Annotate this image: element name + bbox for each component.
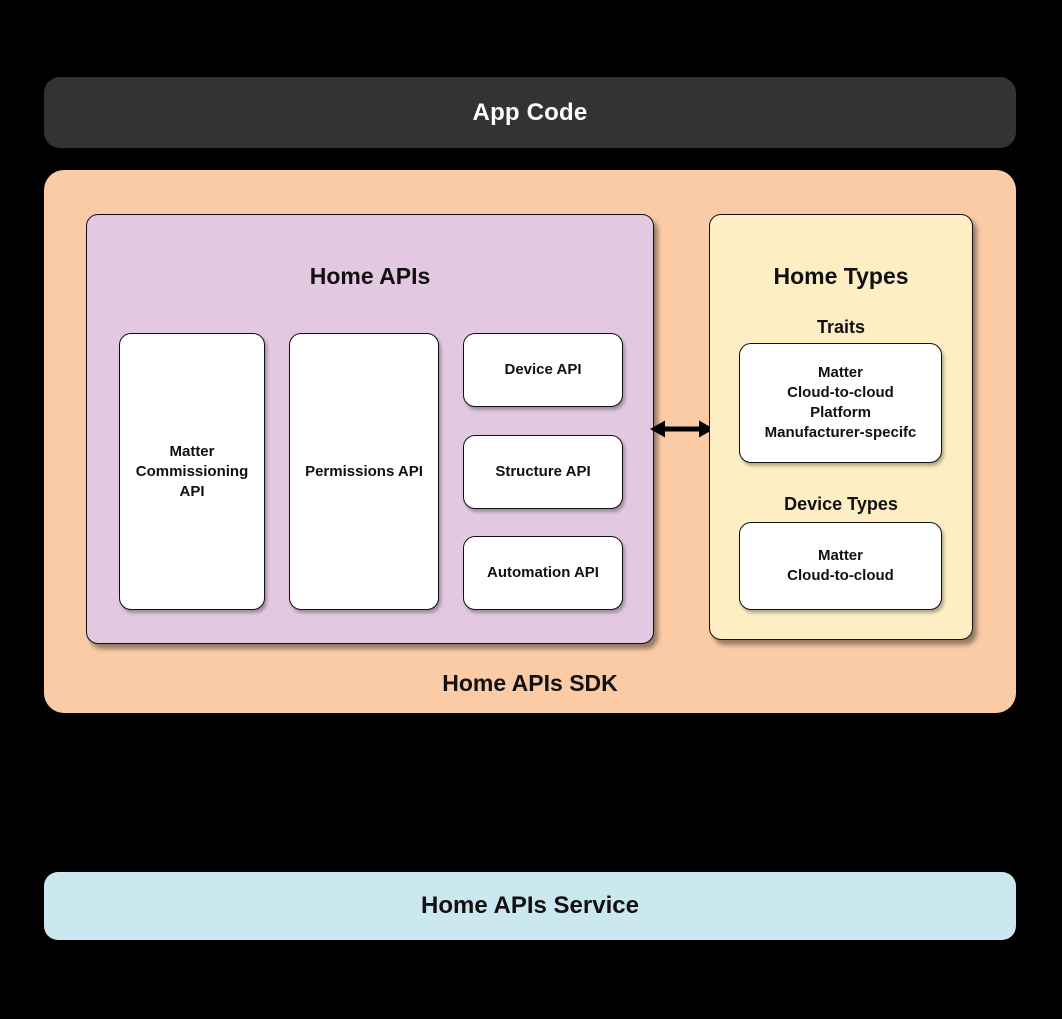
- traits-heading: Traits: [816, 317, 866, 337]
- api-stack-column: Device API Structure API Automation API: [463, 333, 623, 610]
- matter-commissioning-api-box: Matter Commissioning API: [119, 333, 265, 610]
- home-apis-box-row: Matter Commissioning API Permissions API…: [119, 333, 623, 610]
- app-code-label: App Code: [472, 98, 588, 126]
- structure-api-box: Structure API: [463, 434, 623, 509]
- device-types-box: Matter Cloud-to-cloud: [739, 522, 942, 610]
- home-apis-service-bar: Home APIs Service: [44, 872, 1016, 940]
- app-code-bar: App Code: [44, 77, 1016, 148]
- home-apis-sdk-container: Home APIs Matter Commissioning API Permi…: [44, 170, 1016, 713]
- device-api-box: Device API: [463, 333, 623, 407]
- home-apis-group: Home APIs Matter Commissioning API Permi…: [86, 214, 654, 644]
- bidirectional-arrow-icon: [650, 414, 714, 444]
- traits-box: Matter Cloud-to-cloud Platform Manufactu…: [739, 343, 942, 463]
- device-types-heading: Device Types: [784, 494, 898, 514]
- permissions-api-box: Permissions API: [289, 333, 439, 610]
- home-apis-sdk-label: Home APIs SDK: [442, 670, 618, 696]
- home-types-title: Home Types: [773, 263, 909, 289]
- automation-api-box: Automation API: [463, 536, 623, 610]
- home-types-group: Home Types Traits Matter Cloud-to-cloud …: [709, 214, 973, 640]
- home-apis-service-label: Home APIs Service: [421, 892, 639, 919]
- home-apis-title: Home APIs: [309, 263, 431, 289]
